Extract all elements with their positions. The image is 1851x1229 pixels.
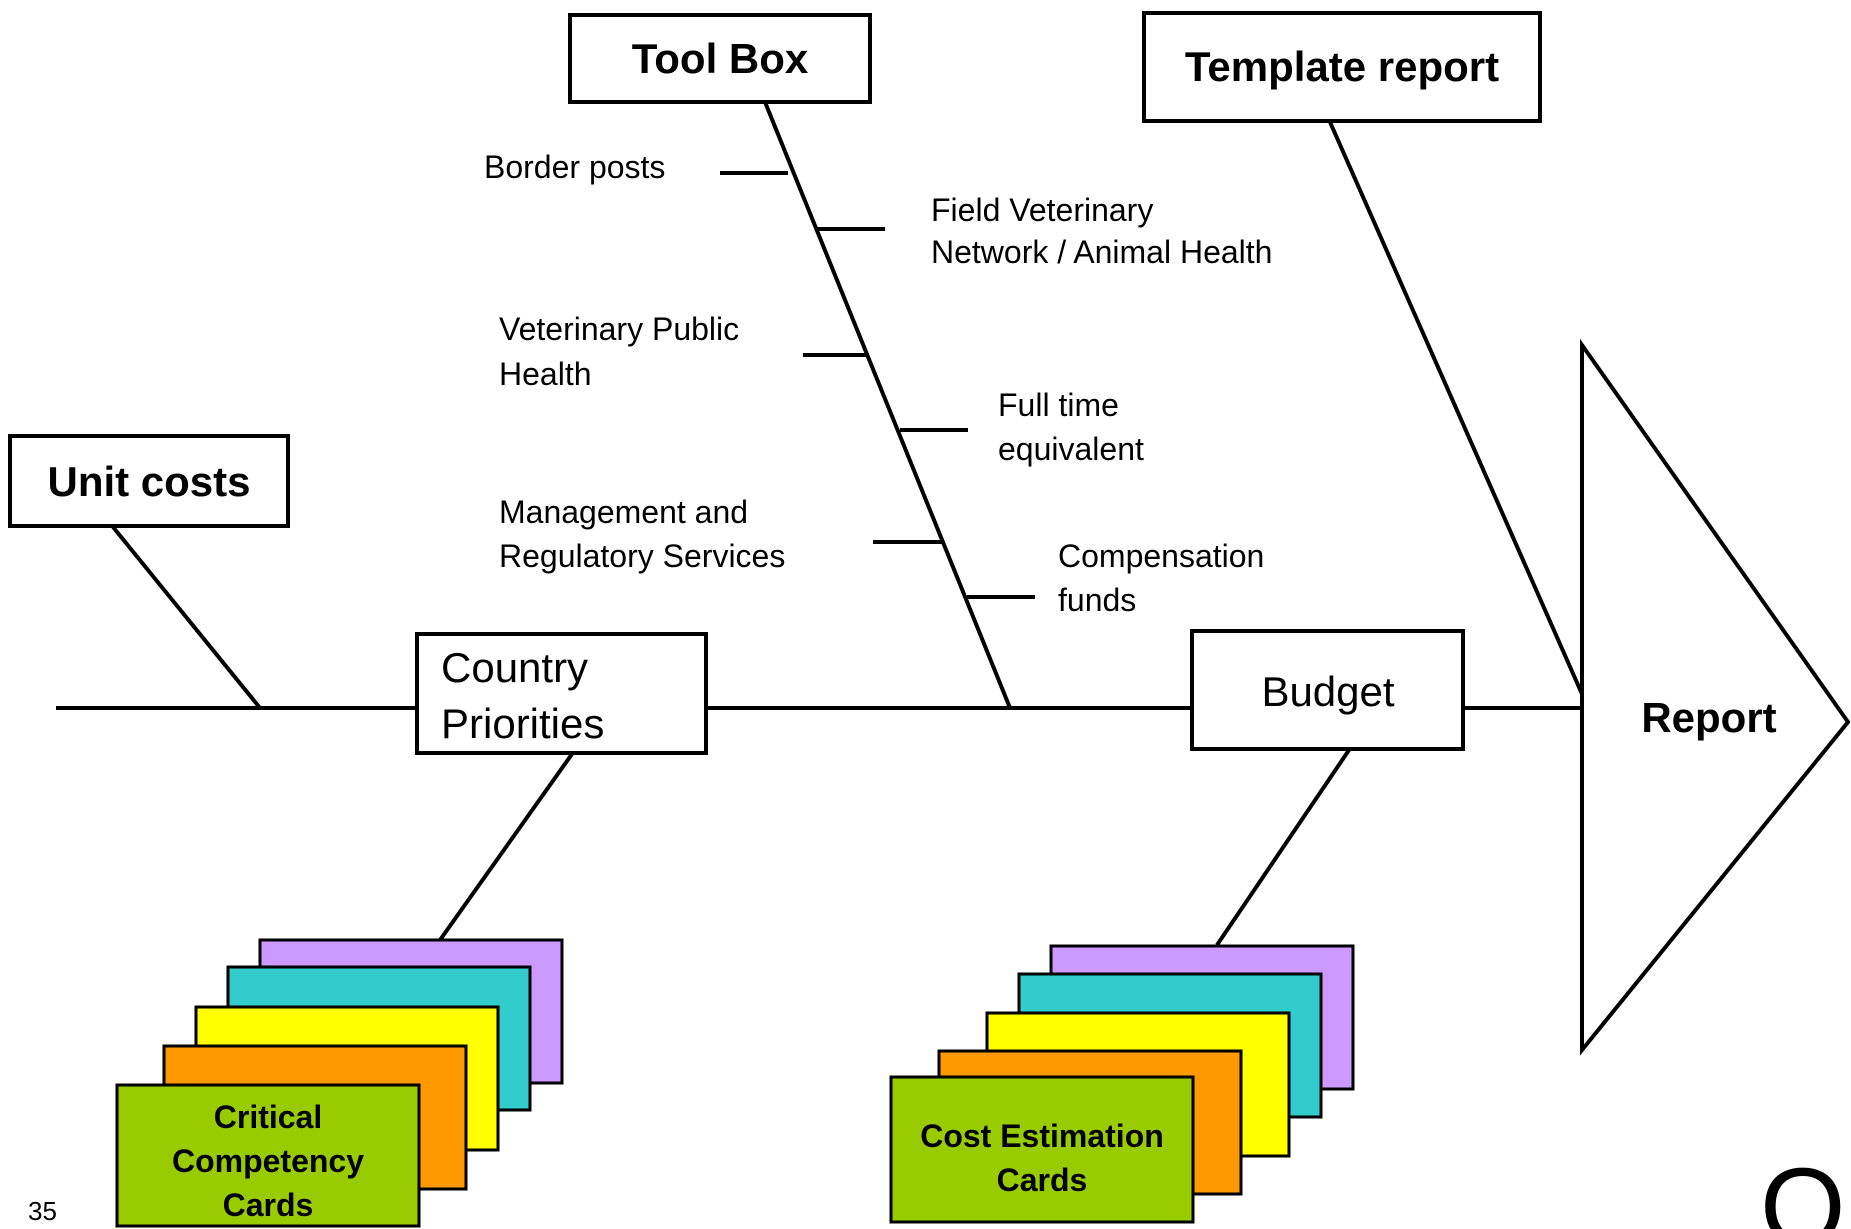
country-priorities-line-2: Priorities: [441, 700, 604, 747]
critical-competency-label-1: Critical: [214, 1099, 322, 1135]
compensation-funds-label-2: funds: [1058, 582, 1136, 618]
border-posts-label: Border posts: [484, 149, 665, 185]
budget-box: Budget: [1190, 629, 1465, 751]
unit-costs-bone: [111, 525, 262, 710]
card-green: [115, 1083, 421, 1228]
report-label: Report: [1641, 694, 1776, 741]
cost-estimation-label-2: Cards: [997, 1162, 1088, 1198]
country-priorities-bone: [438, 752, 574, 942]
country-priorities-line-1: Country: [441, 644, 588, 691]
unit-costs-label: Unit costs: [47, 458, 250, 505]
compensation-funds-label-1: Compensation: [1058, 538, 1264, 574]
full-time-equivalent-label-2: equivalent: [998, 431, 1144, 467]
management-regulatory-label-1: Management and: [499, 494, 748, 530]
template-report-box: Template report: [1142, 11, 1542, 123]
oie-logo: Oie: [1760, 1146, 1851, 1229]
report-arrow: Report: [1580, 338, 1851, 1056]
critical-competency-label-2: Competency: [172, 1143, 364, 1179]
template-report-bone: [1328, 121, 1584, 695]
cost-estimation-cards-stack: Cost Estimation Cards: [889, 944, 1355, 1224]
veterinary-public-health-label-2: Health: [499, 356, 592, 392]
country-priorities-box: Country Priorities: [415, 632, 708, 755]
slide-number: 35: [28, 1196, 57, 1226]
full-time-equivalent-label-1: Full time: [998, 387, 1119, 423]
cost-estimation-label-1: Cost Estimation: [920, 1118, 1164, 1154]
unit-costs-box: Unit costs: [8, 434, 290, 528]
tool-box-label: Tool Box: [632, 35, 809, 82]
budget-bone: [1215, 748, 1351, 947]
management-regulatory-label-2: Regulatory Services: [499, 538, 785, 574]
veterinary-public-health-label-1: Veterinary Public: [499, 311, 739, 347]
template-report-label: Template report: [1185, 43, 1499, 90]
critical-competency-label-3: Cards: [223, 1187, 314, 1223]
budget-label: Budget: [1261, 668, 1394, 715]
field-veterinary-label-2: Network / Animal Health: [931, 234, 1272, 270]
critical-competency-cards-stack: Critical Competency Cards: [115, 938, 564, 1228]
card-green: [889, 1075, 1195, 1224]
tool-box-bone: [763, 101, 1012, 709]
tool-box-box: Tool Box: [568, 13, 872, 104]
field-veterinary-label-1: Field Veterinary: [931, 192, 1153, 228]
